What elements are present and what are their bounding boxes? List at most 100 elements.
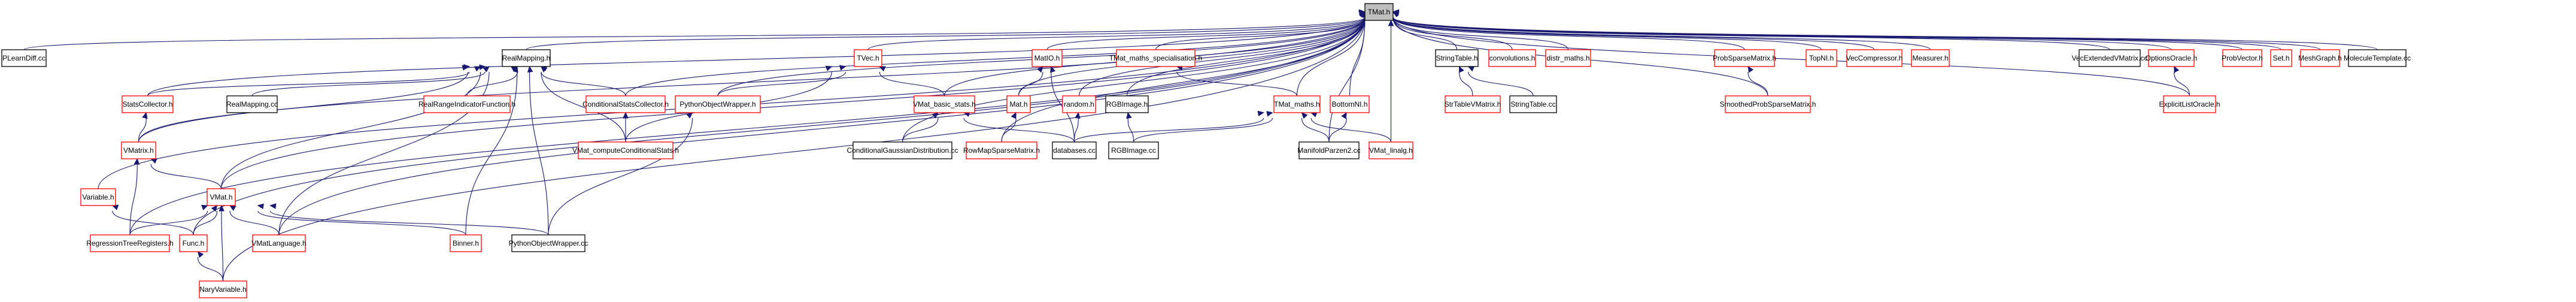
node-mat-h[interactable]: Mat.h xyxy=(1006,95,1031,113)
node-box[interactable] xyxy=(2270,49,2292,67)
node-box[interactable] xyxy=(502,49,551,67)
node-pythonobjectwrapper-h[interactable]: PythonObjectWrapper.h xyxy=(675,95,761,113)
node-box[interactable] xyxy=(1,49,47,67)
node-box[interactable] xyxy=(207,188,236,206)
node-box[interactable] xyxy=(1364,3,1394,21)
node-box[interactable] xyxy=(1545,49,1591,67)
node-pythonobjectwrapper-cc[interactable]: PythonObjectWrapper.cc xyxy=(509,234,588,252)
node-box[interactable] xyxy=(1369,141,1413,159)
node-box[interactable] xyxy=(226,95,278,113)
node-box[interactable] xyxy=(1911,49,1950,67)
node-func-h[interactable]: Func.h xyxy=(179,234,208,252)
node-box[interactable] xyxy=(1116,49,1196,67)
node-manifoldparzen2-cc[interactable]: ManifoldParzen2.cc xyxy=(1297,141,1361,159)
node-stringtable-h[interactable]: StringTable.h xyxy=(1435,49,1479,67)
node-box[interactable] xyxy=(80,188,116,206)
node-box[interactable] xyxy=(2300,49,2340,67)
node-distr-maths-h[interactable]: distr_maths.h xyxy=(1545,49,1591,67)
node-naryvariable-h[interactable]: NaryVariable.h xyxy=(199,280,247,298)
node-box[interactable] xyxy=(1445,95,1501,113)
node-box[interactable] xyxy=(1062,95,1096,113)
node-box[interactable] xyxy=(914,95,975,113)
node-box[interactable] xyxy=(1052,141,1097,159)
node-box[interactable] xyxy=(1105,95,1149,113)
node-box[interactable] xyxy=(1273,95,1321,113)
node-box[interactable] xyxy=(2348,49,2407,67)
node-convolutions-h[interactable]: convolutions.h xyxy=(1488,49,1536,67)
node-box[interactable] xyxy=(1806,49,1837,67)
node-vmat-basic-stats-h[interactable]: VMat_basic_stats.h xyxy=(913,95,976,113)
node-box[interactable] xyxy=(1846,49,1903,67)
node-measurer-h[interactable]: Measurer.h xyxy=(1911,49,1950,67)
node-vmat-computeconditionalstats-h[interactable]: VMat_computeConditionalStats.h xyxy=(572,141,679,159)
node-meshgraph-h[interactable]: MeshGraph.h xyxy=(2298,49,2342,67)
node-tmat-h[interactable]: TMat.h xyxy=(1364,3,1394,21)
node-plearndiff-cc[interactable]: PLearnDiff.cc xyxy=(1,49,47,67)
node-rgbimage-h[interactable]: RGBImage.h xyxy=(1105,95,1149,113)
node-box[interactable] xyxy=(1031,49,1063,67)
node-strtablevmatrix-h[interactable]: StrTableVMatrix.h xyxy=(1445,95,1501,113)
node-topni-h[interactable]: TopNI.h xyxy=(1806,49,1837,67)
node-box[interactable] xyxy=(252,234,306,252)
node-rgbimage-cc[interactable]: RGBImage.cc xyxy=(1108,141,1159,159)
node-vmatlanguage-h[interactable]: VMatLanguage.h xyxy=(251,234,307,252)
node-box[interactable] xyxy=(90,234,170,252)
node-box[interactable] xyxy=(1509,95,1557,113)
node-box[interactable] xyxy=(1298,141,1360,159)
node-conditionalgaussiandistribution-cc[interactable]: ConditionalGaussianDistribution.cc xyxy=(846,141,958,159)
node-box[interactable] xyxy=(852,141,952,159)
node-box[interactable] xyxy=(1435,49,1479,67)
node-box[interactable] xyxy=(1108,141,1159,159)
node-vmatrix-h[interactable]: VMatrix.h xyxy=(121,141,156,159)
node-conditionalstatscollector-h[interactable]: ConditionalStatsCollector.h xyxy=(582,95,669,113)
node-smoothedprobsparsematrix-h[interactable]: SmoothedProbSparseMatrix.h xyxy=(1720,95,1816,113)
node-box[interactable] xyxy=(199,280,247,298)
node-random-h[interactable]: random.h xyxy=(1062,95,1096,113)
node-box[interactable] xyxy=(2079,49,2141,67)
node-box[interactable] xyxy=(2163,95,2216,113)
node-vecextendedvmatrix-cc[interactable]: VecExtendedVMatrix.cc xyxy=(2072,49,2148,67)
node-realmapping-cc[interactable]: RealMapping.cc xyxy=(226,95,278,113)
node-bottomni-h[interactable]: BottomNI.h xyxy=(1330,95,1370,113)
node-tvec-h[interactable]: TVec.h xyxy=(854,49,882,67)
node-box[interactable] xyxy=(1714,49,1775,67)
node-variable-h[interactable]: Variable.h xyxy=(80,188,116,206)
node-box[interactable] xyxy=(578,141,673,159)
node-box[interactable] xyxy=(675,95,761,113)
node-binner-h[interactable]: Binner.h xyxy=(450,234,482,252)
node-tmat-maths-specialisation-h[interactable]: TMat_maths_specialisation.h xyxy=(1109,49,1202,67)
node-moleculetemplate-cc[interactable]: MoleculeTemplate.cc xyxy=(2344,49,2411,67)
node-statscollector-h[interactable]: StatsCollector.h xyxy=(122,95,174,113)
node-box[interactable] xyxy=(122,95,174,113)
node-regressiontreeregisters-h[interactable]: RegressionTreeRegisters.h xyxy=(86,234,174,252)
node-set-h[interactable]: Set.h xyxy=(2270,49,2292,67)
node-rowmapsparsematrix-h[interactable]: RowMapSparseMatrix.h xyxy=(963,141,1040,159)
node-probvector-h[interactable]: ProbVector.h xyxy=(2222,49,2263,67)
node-box[interactable] xyxy=(966,141,1037,159)
node-stringtable-cc[interactable]: StringTable.cc xyxy=(1509,95,1557,113)
node-realmapping-h[interactable]: RealMapping.h xyxy=(502,49,551,67)
node-tmat-maths-h[interactable]: TMat_maths.h xyxy=(1273,95,1321,113)
node-vmat-linalg-h[interactable]: VMat_linalg.h xyxy=(1369,141,1413,159)
node-box[interactable] xyxy=(511,234,585,252)
node-box[interactable] xyxy=(179,234,208,252)
node-box[interactable] xyxy=(854,49,882,67)
node-box[interactable] xyxy=(1725,95,1811,113)
node-box[interactable] xyxy=(450,234,482,252)
node-box[interactable] xyxy=(1330,95,1370,113)
node-box[interactable] xyxy=(423,95,511,113)
node-box[interactable] xyxy=(2222,49,2262,67)
node-box[interactable] xyxy=(1488,49,1536,67)
node-databases-cc[interactable]: databases.cc xyxy=(1052,141,1097,159)
node-probsparsematrix-h[interactable]: ProbSparseMatrix.h xyxy=(1713,49,1776,67)
node-box[interactable] xyxy=(1006,95,1031,113)
node-matio-h[interactable]: MatIO.h xyxy=(1031,49,1063,67)
node-optionsoracle-h[interactable]: OptionsOracle.h xyxy=(2146,49,2198,67)
node-explicitlistoracle-h[interactable]: ExplicitListOracle.h xyxy=(2159,95,2220,113)
node-box[interactable] xyxy=(585,95,666,113)
node-box[interactable] xyxy=(121,141,156,159)
node-veccompressor-h[interactable]: VecCompressor.h xyxy=(1846,49,1903,67)
node-vmat-h[interactable]: VMat.h xyxy=(207,188,236,206)
node-box[interactable] xyxy=(2148,49,2195,67)
node-realrangeindicatorfunction-h[interactable]: RealRangeIndicatorFunction.h xyxy=(418,95,515,113)
